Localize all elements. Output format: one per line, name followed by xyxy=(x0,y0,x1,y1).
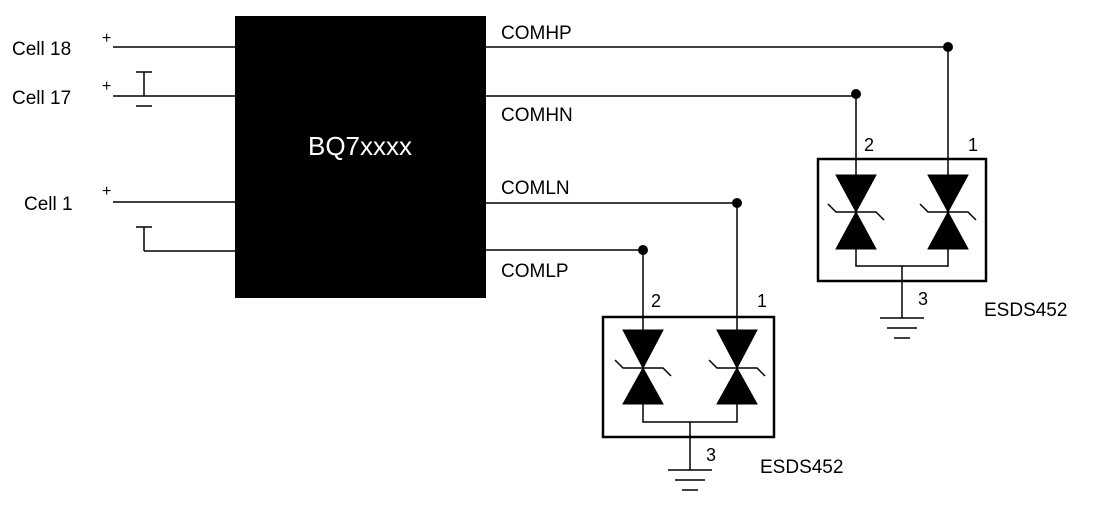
comhp-label: COMHP xyxy=(501,23,572,44)
esd-upper-pin2: 2 xyxy=(864,135,874,155)
comln-net xyxy=(486,198,742,325)
esd-lower-part-label: ESDS452 xyxy=(760,457,843,478)
esd-lower-tvs-diode-2 xyxy=(614,329,672,405)
comhn-junction-dot xyxy=(851,89,861,99)
comhp-junction-dot xyxy=(943,42,953,52)
esd-upper-ground-symbol xyxy=(880,317,924,339)
esd-device-upper: 2 1 3 ESDS452 xyxy=(816,135,1067,339)
cell-1-label: Cell 1 xyxy=(24,194,73,215)
esd-upper-part-label: ESDS452 xyxy=(984,300,1067,321)
esd-lower-ground-symbol xyxy=(668,469,712,491)
esd-lower-pin1: 1 xyxy=(757,291,767,311)
esd-lower-pin3: 3 xyxy=(706,445,716,465)
cell-18-label: Cell 18 xyxy=(12,39,71,60)
ic-block xyxy=(235,16,486,298)
cell-1-return-wire xyxy=(136,226,235,252)
cell-17-plus: + xyxy=(102,78,111,95)
esd-lower-pin2: 2 xyxy=(651,291,661,311)
cell-17-label: Cell 17 xyxy=(12,88,71,109)
cell-18-plus: + xyxy=(102,30,111,47)
comln-label: COMLN xyxy=(501,178,570,199)
cell-17-capacitor-symbol xyxy=(136,71,152,107)
comlp-label: COMLP xyxy=(501,261,569,282)
esd-upper-tvs-diode-1 xyxy=(919,174,977,250)
esd-upper-pin1: 1 xyxy=(968,135,978,155)
esd-device-lower: 2 1 3 ESDS452 xyxy=(601,291,843,491)
comhp-net xyxy=(486,42,953,167)
ic-label: BQ7xxxx xyxy=(308,131,412,161)
comln-junction-dot xyxy=(732,198,742,208)
cell-1-plus: + xyxy=(102,183,111,200)
comhn-label: COMHN xyxy=(501,105,573,126)
comlp-junction-dot xyxy=(638,245,648,255)
comlp-net xyxy=(486,245,648,325)
esd-lower-tvs-diode-1 xyxy=(708,329,766,405)
esd-upper-pin3: 3 xyxy=(918,289,928,309)
comhn-net xyxy=(486,89,861,167)
